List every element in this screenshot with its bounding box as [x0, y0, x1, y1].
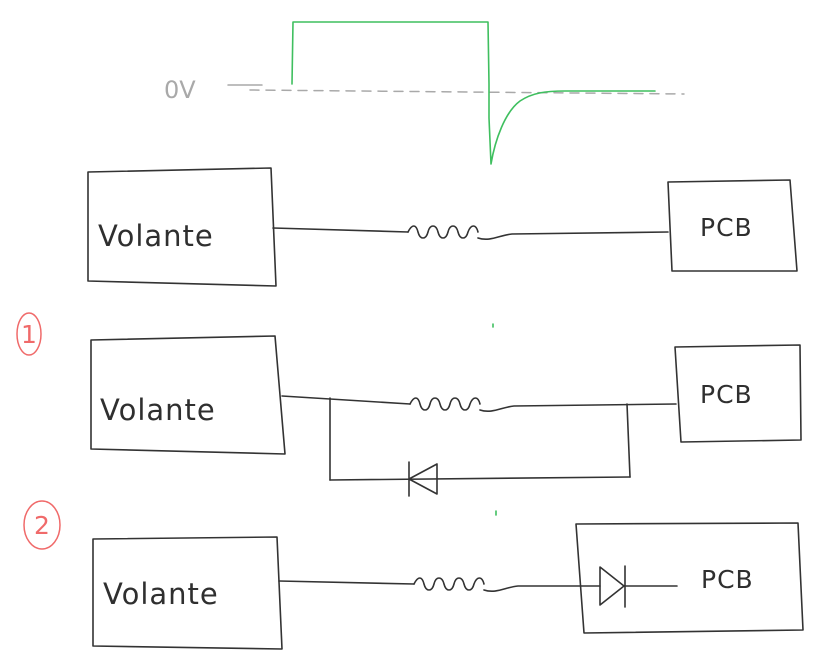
wire-right	[483, 585, 601, 593]
waveform-trace	[291, 21, 656, 165]
diode-icon	[408, 461, 438, 497]
circuit-2: 2 Volante PCB	[23, 500, 804, 650]
wire-left	[272, 227, 409, 233]
coil-icon	[407, 225, 479, 239]
wire-right	[477, 231, 669, 241]
volante-label: Volante	[98, 219, 214, 253]
circuit-number: 2	[34, 511, 50, 540]
pcb-box	[674, 344, 802, 443]
circuit-0: Volante PCB	[87, 167, 798, 287]
bypass-right-drop	[626, 403, 631, 478]
circuit-1: 1 Volante PCB	[16, 312, 802, 497]
pcb-label: PCB	[700, 213, 753, 242]
volante-box	[92, 536, 283, 650]
waveform: 0V	[164, 21, 685, 165]
volante-label: Volante	[103, 577, 219, 611]
diode-icon	[599, 565, 626, 608]
wire-left	[278, 580, 415, 585]
bypass-bottom-wire	[329, 476, 631, 481]
pcb-box	[575, 522, 804, 634]
circuit-number: 1	[21, 320, 37, 349]
volante-box	[87, 167, 277, 287]
zero-volt-dashed-line	[249, 89, 685, 95]
coil-icon	[413, 577, 485, 591]
volante-box	[90, 335, 286, 455]
number-circle	[23, 500, 61, 550]
pcb-label: PCB	[700, 380, 753, 409]
wire-right	[479, 403, 677, 413]
wire-left	[281, 395, 411, 405]
zero-volt-label: 0V	[164, 76, 196, 104]
volante-label: Volante	[100, 393, 216, 427]
coil-icon	[409, 397, 481, 411]
number-circle	[16, 312, 42, 356]
pcb-label: PCB	[701, 565, 754, 594]
pcb-box	[667, 179, 798, 272]
